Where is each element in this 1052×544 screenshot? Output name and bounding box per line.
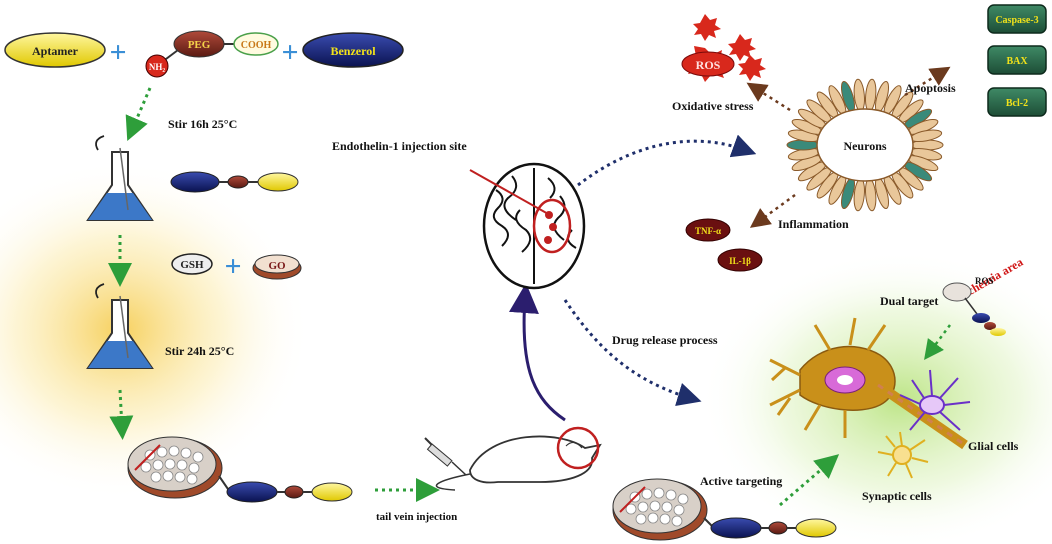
benzerol-pill: Benzerol — [302, 32, 404, 68]
plus-sign-3: + — [224, 250, 241, 283]
arrow-drug-release — [563, 299, 702, 407]
ros-particle: ROS — [942, 276, 1006, 336]
tail-vein-label: tail vein injection — [376, 511, 457, 523]
il1b-label: IL-1β — [729, 256, 751, 266]
inflammation-label: Inflammation — [778, 217, 849, 231]
plus-sign-1: + — [109, 36, 126, 69]
oxidative-stress-label: Oxidative stress — [672, 99, 754, 113]
synaptic-cell — [877, 431, 929, 479]
arrow-ros — [746, 82, 791, 112]
tnf-label: TNF-α — [695, 226, 721, 236]
active-targeting-label: Active targeting — [700, 474, 782, 488]
apoptosis-label: Apoptosis — [905, 81, 956, 95]
drug-release-label: Drug release process — [612, 333, 718, 347]
conjugate-1 — [170, 171, 299, 193]
arrow-to-brain — [509, 283, 566, 422]
arrow-dual-target — [924, 324, 952, 361]
syringe-icon — [424, 437, 467, 476]
go-label: GO — [268, 260, 286, 272]
yellow-glow — [0, 160, 310, 500]
caspase-box: Caspase-3 — [987, 4, 1047, 34]
tnf-badge: TNF-α — [685, 218, 731, 242]
stir-24h-label: Stir 24h 25°C — [165, 344, 234, 358]
synaptic-label: Synaptic cells — [862, 489, 932, 503]
ros-label: ROS — [696, 58, 721, 72]
endothelin-label: Endothelin-1 injection site — [332, 139, 467, 153]
peg-label: PEG — [188, 39, 211, 51]
cooh-label: COOH — [241, 40, 272, 51]
neurons-ring: Neurons — [786, 78, 944, 212]
gsh-pill: GSH — [171, 253, 213, 275]
il1b-badge: IL-1β — [717, 248, 763, 272]
flask-2 — [86, 283, 154, 369]
bax-label: BAX — [1006, 56, 1028, 67]
nh2-label: NH₂ — [149, 62, 166, 72]
arrow-green-1 — [125, 87, 152, 142]
aptamer-label: Aptamer — [32, 44, 79, 58]
neurons-label: Neurons — [843, 139, 886, 153]
caspase-label: Caspase-3 — [995, 15, 1038, 26]
ros-small-label: ROS — [975, 276, 994, 286]
neuron-cell — [769, 317, 968, 450]
peg-linker: NH₂ PEG COOH — [145, 30, 279, 78]
glial-label: Glial cells — [968, 439, 1019, 453]
dual-target-label: Dual target — [880, 294, 938, 308]
benzerol-label: Benzerol — [330, 44, 376, 58]
nanocarrier-1 — [127, 436, 353, 503]
bcl2-box: Bcl-2 — [987, 87, 1047, 117]
bcl2-label: Bcl-2 — [1006, 98, 1028, 109]
arrow-to-neurons — [577, 134, 757, 187]
flask-1 — [86, 135, 154, 221]
go-sheet: GO — [252, 254, 302, 280]
ros-bursts: ROS — [681, 14, 766, 82]
plus-sign-2: + — [281, 36, 298, 69]
arrow-apoptosis — [904, 66, 951, 97]
bax-box: BAX — [987, 45, 1047, 75]
brain-icon — [469, 162, 586, 290]
aptamer-pill: Aptamer — [4, 32, 106, 68]
mouse-icon — [435, 426, 602, 491]
arrow-inflammation — [749, 193, 796, 228]
glial-cell — [899, 369, 971, 431]
stir-16h-label: Stir 16h 25°C — [168, 117, 237, 131]
gsh-label: GSH — [180, 259, 204, 271]
nanocarrier-2 — [612, 478, 837, 541]
